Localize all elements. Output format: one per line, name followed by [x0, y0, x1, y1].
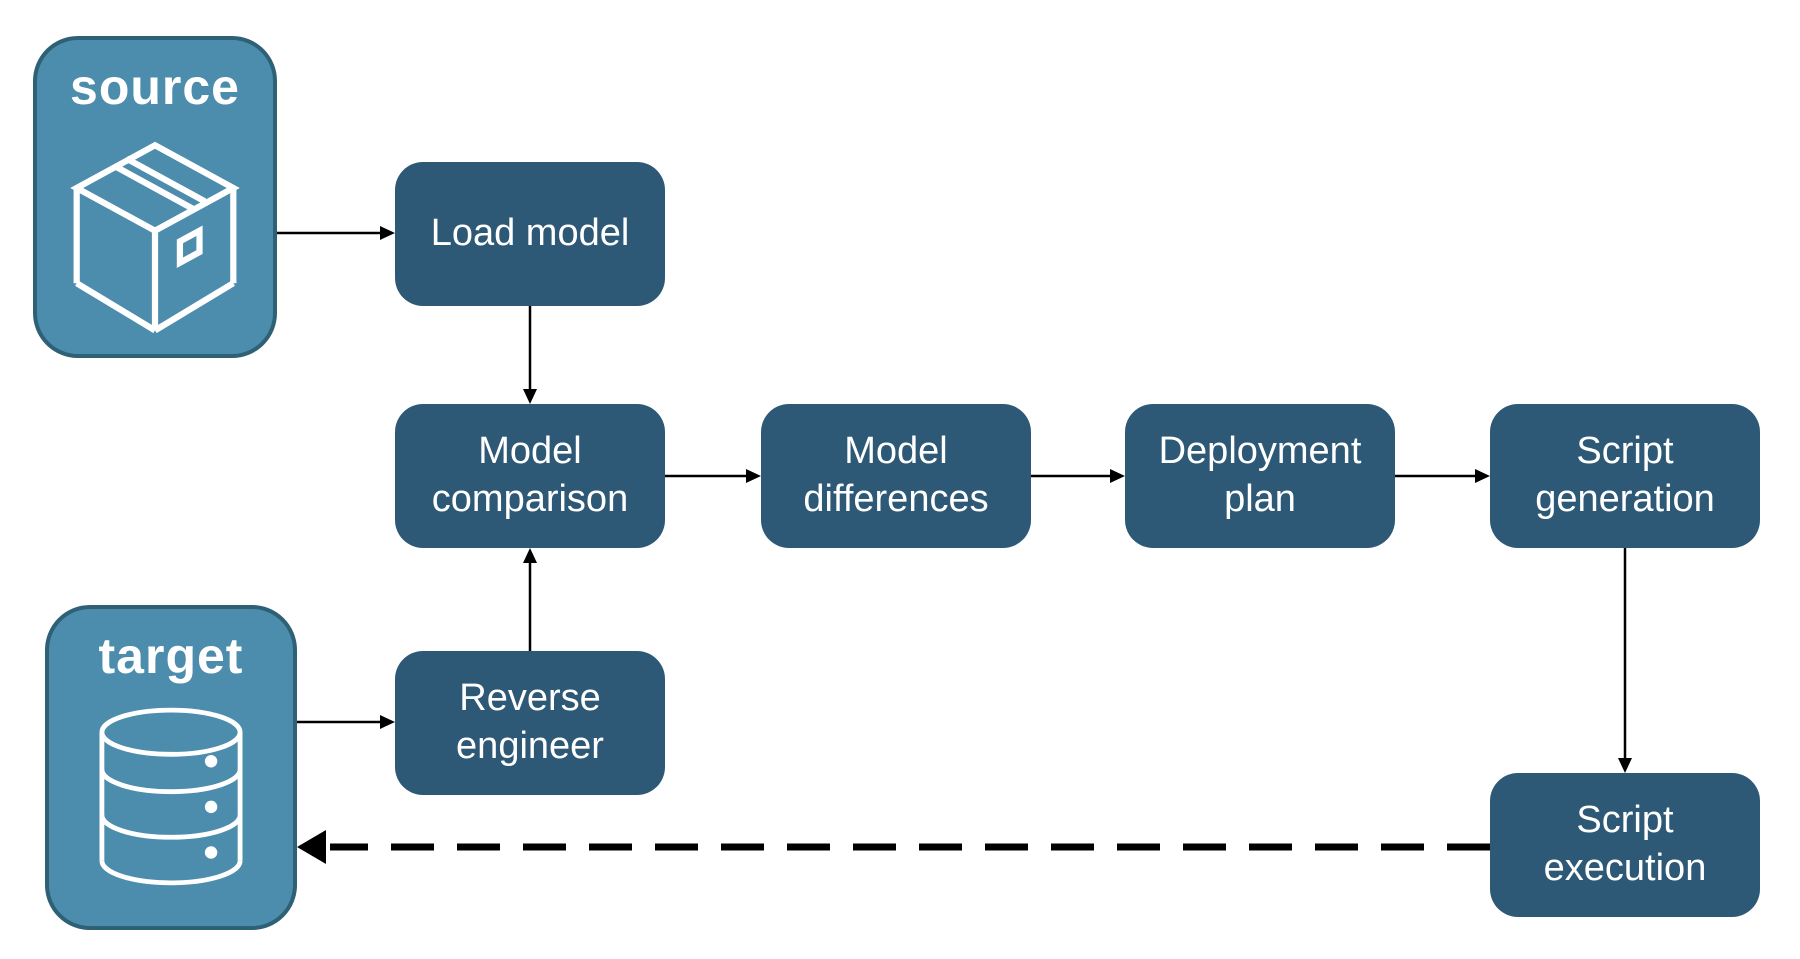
- arrow-source-to-load-model: [277, 226, 395, 240]
- package-icon: [66, 134, 244, 339]
- arrow-reverse-engineer-to-model-comparison: [523, 548, 537, 651]
- arrow-load-model-to-model-comparison: [523, 306, 537, 404]
- node-reverse-engineer-label: Reverse engineer: [456, 677, 604, 767]
- node-script-execution: Script execution: [1490, 773, 1760, 917]
- node-script-generation-label: Script generation: [1535, 430, 1715, 520]
- node-model-differences-label: Model differences: [803, 430, 989, 520]
- node-model-differences: Model differences: [761, 404, 1031, 548]
- node-deployment-plan: Deployment plan: [1125, 404, 1395, 548]
- source-endpoint: source: [33, 36, 277, 358]
- node-deployment-plan-label: Deployment plan: [1158, 430, 1362, 520]
- node-model-comparison-label: Model comparison: [431, 430, 629, 520]
- database-icon: [95, 703, 247, 890]
- arrow-model-comparison-to-model-differences: [665, 469, 761, 483]
- arrow-script-execution-to-target-dashed: [297, 830, 1490, 864]
- node-load-model: Load model: [395, 162, 665, 306]
- arrow-target-to-reverse-engineer: [297, 715, 395, 729]
- arrow-deployment-plan-to-script-generation: [1395, 469, 1490, 483]
- node-script-execution-label: Script execution: [1543, 799, 1707, 889]
- target-endpoint: target: [45, 605, 297, 930]
- node-script-generation: Script generation: [1490, 404, 1760, 548]
- node-reverse-engineer: Reverse engineer: [395, 651, 665, 795]
- target-label: target: [98, 628, 244, 684]
- arrow-model-differences-to-deployment-plan: [1031, 469, 1125, 483]
- source-label: source: [70, 59, 240, 115]
- arrow-script-generation-to-script-execution: [1618, 548, 1632, 773]
- node-model-comparison: Model comparison: [395, 404, 665, 548]
- node-load-model-label: Load model: [430, 212, 630, 255]
